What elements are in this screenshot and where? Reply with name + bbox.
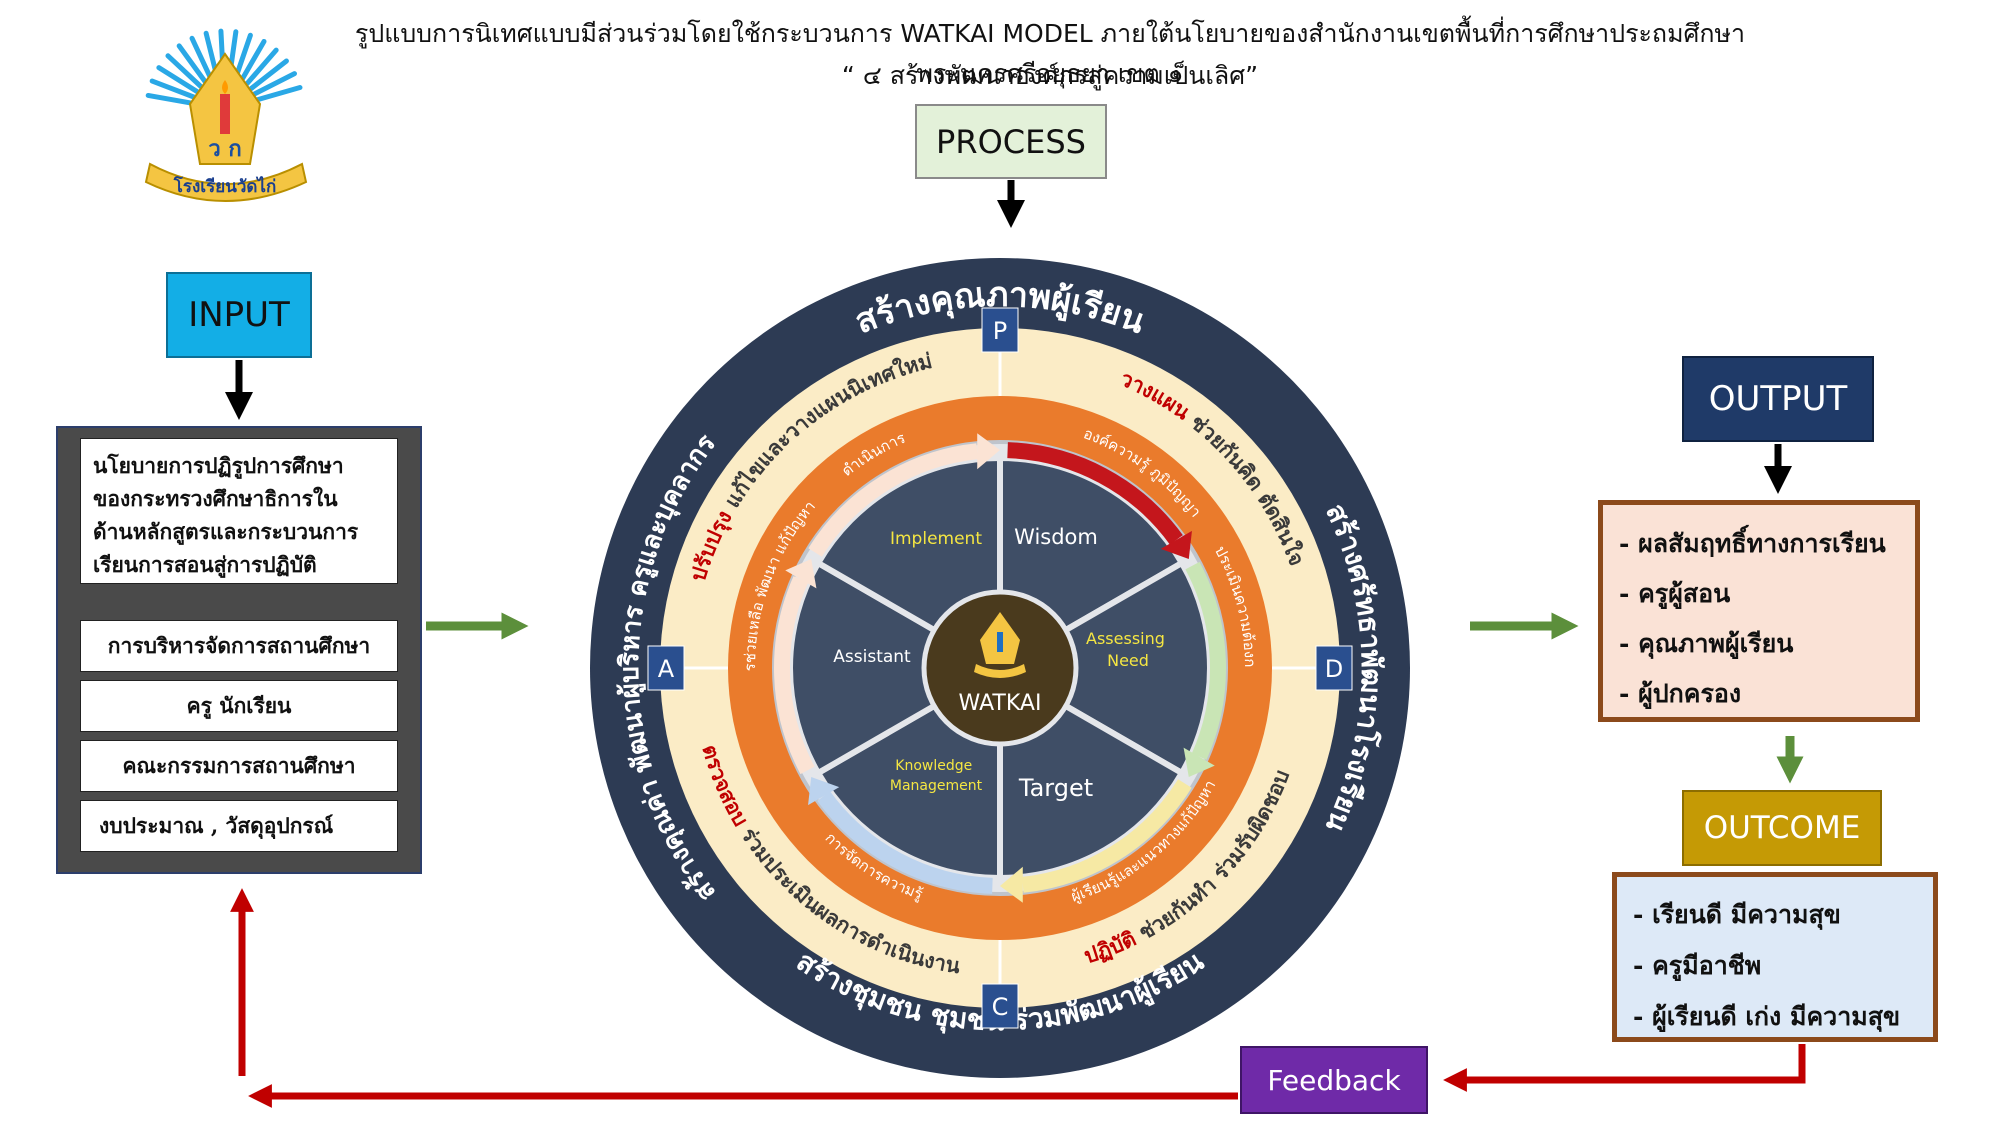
outcome-item: - ครูมีอาชีพ — [1633, 951, 1762, 980]
pdca-c-letter: C — [992, 993, 1009, 1021]
segment-knowledge-label: Knowledge Management — [890, 758, 983, 794]
candle-icon — [220, 94, 230, 134]
input-item-committee: คณะกรรมการสถานศึกษา — [80, 740, 398, 792]
outcome-panel: - เรียนดี มีความสุข - ครูมีอาชีพ - ผู้เร… — [1612, 872, 1938, 1042]
segment-assessing-line2: Need — [1107, 651, 1149, 670]
cycle-arrow-target — [1021, 779, 1192, 893]
pdca-c-tab — [981, 983, 1019, 1029]
logo-sunburst-icon — [145, 28, 303, 107]
output-item: - คุณภาพผู้เรียน — [1619, 629, 1794, 658]
cycle-arrow-head-wisdom — [1160, 530, 1192, 559]
pdca-d-tab — [1315, 645, 1353, 691]
input-item-budget: งบประมาณ , วัสดุอุปกรณ์ — [80, 800, 398, 852]
diagram-title: รูปแบบการนิเทศแบบมีส่วนร่วมโดยใช้กระบวนก… — [354, 19, 1746, 88]
pdca-d-letter: D — [1325, 655, 1343, 683]
input-item-policy-line: ด้านหลักสูตรและกระบวนการ — [93, 519, 359, 544]
outcome-item: - ผู้เรียนดี เก่ง มีความสุข — [1633, 1002, 1901, 1031]
cycle-arrow-head-assistant — [785, 559, 817, 589]
cycle-arrow-head-implement — [977, 433, 1000, 470]
feedback-label: Feedback — [1240, 1046, 1428, 1114]
input-item-policy-line: ของกระทรวงศึกษาธิการใน — [93, 486, 338, 511]
segment-target-label: Target — [1018, 774, 1093, 802]
outcome-item: - เรียนดี มีความสุข — [1633, 900, 1841, 929]
pdca-a-letter: A — [658, 655, 675, 683]
cycle-arrow-head-knowledge-management — [808, 777, 840, 806]
cycle-arrow-implement — [808, 443, 979, 557]
input-item-policy: นโยบายการปฏิรูปการศึกษา ของกระทรวงศึกษาธ… — [80, 438, 398, 584]
cycle-arrow-head-assessing-need — [1183, 747, 1215, 777]
segment-implement-label: Implement — [890, 529, 982, 549]
cycle-arrow-assistant — [774, 576, 815, 775]
output-panel: - ผลสัมฤทธิ์ทางการเรียน - ครูผู้สอน - คุ… — [1598, 500, 1920, 722]
logo-banner-text: โรงเรียนวัดไก่ — [173, 176, 277, 197]
output-item: - ผู้ปกครอง — [1619, 679, 1742, 708]
diagram-subtitle: “ ๔ สร้างพัฒนาองค์กรสู่ความเป็นเลิศ” — [841, 61, 1259, 90]
cycle-arrow-knowledge-management — [817, 791, 993, 894]
input-panel: นโยบายการปฏิรูปการศึกษา ของกระทรวงศึกษาธ… — [56, 426, 422, 874]
input-item-policy-line: นโยบายการปฏิรูปการศึกษา — [93, 453, 344, 478]
cycle-arrow-wisdom — [1007, 442, 1183, 545]
input-item-management: การบริหารจัดการสถานศึกษา — [80, 620, 398, 672]
outcome-label: OUTCOME — [1682, 790, 1882, 866]
pdca-p-tab — [981, 307, 1019, 353]
watkai-wheel: สร้างคุณภาพผู้เรียน สร้างชุมชน ชุมชน ร่ว… — [560, 228, 1410, 1078]
cycle-arrows — [774, 433, 1226, 903]
pdca-p-letter: P — [993, 317, 1007, 345]
cycle-arrow-assessing-need — [1185, 561, 1226, 760]
segment-knowledge-line1: Knowledge — [895, 758, 972, 774]
process-label: PROCESS — [915, 104, 1107, 179]
pdca-a-tab — [647, 645, 685, 691]
segment-assistant-label: Assistant — [833, 647, 911, 667]
center-label: WATKAI — [959, 691, 1042, 716]
segment-knowledge-line2: Management — [890, 778, 983, 794]
school-logo: ว ก โรงเรียนวัดไก่ — [144, 28, 308, 202]
output-item: - ผลสัมฤทธิ์ทางการเรียน — [1619, 529, 1886, 558]
center-logo-icon — [974, 612, 1026, 678]
input-item-policy-line: เรียนการสอนสู่การปฏิบัติ — [93, 552, 317, 577]
output-item: - ครูผู้สอน — [1619, 579, 1731, 608]
segment-assessing-label: Assessing Need — [1086, 629, 1170, 670]
input-item-teachers-students: ครู นักเรียน — [80, 680, 398, 732]
input-label: INPUT — [166, 272, 312, 358]
segment-wisdom-label: Wisdom — [1014, 525, 1098, 549]
logo-initials: ว ก — [208, 136, 241, 162]
center-hub — [921, 589, 1079, 747]
cycle-arrow-head-target — [1000, 866, 1023, 903]
feedback-arrow-right — [1443, 1044, 1806, 1092]
output-label: OUTPUT — [1682, 356, 1874, 442]
segment-assessing-line1: Assessing — [1086, 629, 1165, 648]
